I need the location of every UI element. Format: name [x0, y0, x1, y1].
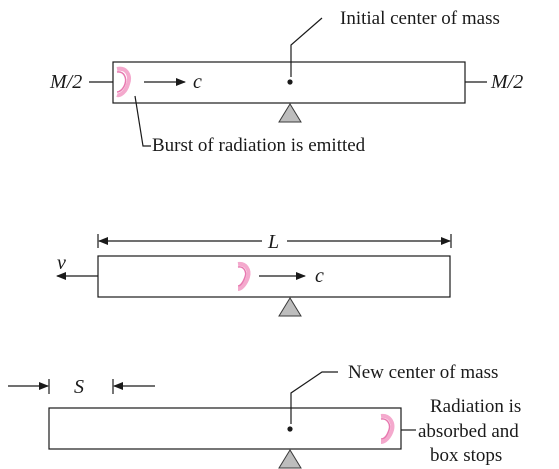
new-cm-leader-line — [290, 371, 338, 424]
radiation-pulse-icon — [237, 261, 251, 291]
box-velocity-label: v — [57, 252, 66, 274]
absorbed-label-line-2: absorbed and — [418, 421, 519, 442]
photon-velocity-label: c — [193, 71, 202, 93]
panel-3-final-state: S New center of mass Radiation is absorb… — [8, 362, 521, 469]
absorbed-radiation-icon — [380, 413, 395, 444]
photon-velocity-label-2: c — [315, 265, 324, 287]
new-center-of-mass-label: New center of mass — [348, 362, 498, 383]
radiation-burst-icon — [116, 66, 131, 98]
shift-label: S — [74, 376, 84, 398]
burst-label: Burst of radiation is emitted — [152, 135, 366, 156]
mass-right-label: M/2 — [490, 71, 523, 93]
new-center-of-mass-dot — [287, 426, 293, 432]
pivot-1 — [278, 103, 302, 123]
absorbed-label-line-1: Radiation is — [430, 396, 521, 417]
initial-center-of-mass-label: Initial center of mass — [340, 8, 500, 29]
initial-cm-leader-line — [290, 17, 323, 77]
burst-leader-line — [134, 95, 151, 147]
absorbed-label-line-3: box stops — [430, 445, 502, 466]
length-label: L — [267, 231, 279, 253]
initial-center-of-mass-dot — [287, 79, 293, 85]
box-3 — [48, 407, 402, 450]
mass-left-label: M/2 — [49, 71, 82, 93]
pivot-2 — [278, 297, 302, 317]
panel-2-moving-state: L v c — [56, 231, 452, 317]
pivot-3 — [278, 449, 302, 469]
panel-1-initial-state: c Initial center of mass M/2 M/2 Burst o… — [49, 8, 523, 156]
